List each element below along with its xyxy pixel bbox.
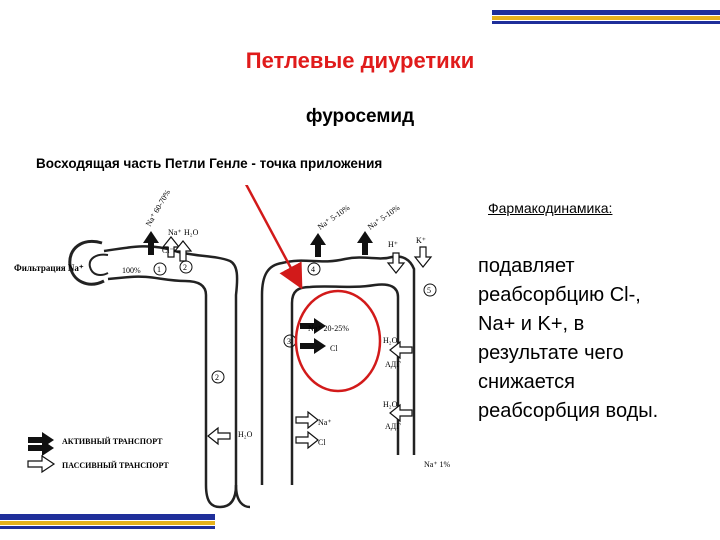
legend-active: АКТИВНЫЙ ТРАНСПОРТ (62, 437, 163, 446)
legend-active-icon (28, 432, 54, 448)
effect-line: Na+ и K+, в (478, 313, 585, 335)
legend-passive: ПАССИВНЫЙ ТРАНСПОРТ (62, 461, 169, 470)
segment-number: 4 (311, 265, 315, 274)
passive-arrows (161, 236, 433, 450)
segment-number: 5 (427, 286, 431, 295)
ascending-cl: Cl (318, 438, 326, 447)
highlight-circle (294, 289, 382, 393)
ascending-limb (260, 255, 416, 485)
segment4-na: Na⁺ 5-10% (316, 203, 352, 232)
legend: АКТИВНЫЙ ТРАНСПОРТ ПАССИВНЫЙ ТРАНСПОРТ (27, 432, 169, 474)
bowman-capsule (68, 240, 105, 286)
application-note: Восходящая часть Петли Генле - точка при… (36, 156, 383, 171)
segment-number: 3 (287, 337, 291, 346)
nephron-diagram: Фильтрация Na⁺ 100% Na⁺ 60-70% Na⁺ H₂O C… (14, 185, 451, 509)
legend-passive-icon (27, 454, 56, 474)
proximal-reabsorption: Na⁺ 60-70% (144, 188, 172, 228)
k-label: K⁺ (416, 236, 426, 245)
segment5-na: Na⁺ 5-10% (366, 203, 402, 232)
filtration-label: Фильтрация Na⁺ (14, 263, 84, 273)
segment-numbers (153, 260, 437, 384)
pharmacodynamics-label: Фармакодинамика: (488, 200, 613, 216)
segment-number: 2 (215, 373, 219, 382)
slide-title: Петлевые диуретики (245, 48, 475, 73)
collecting-h2o-1: H₂O (383, 336, 398, 345)
loop-cl: Cl (330, 344, 338, 353)
effect-text: подавляет реабсорбцию Cl-, Na+ и K+, в р… (478, 252, 708, 426)
proximal-h2o: H₂O (184, 228, 199, 237)
effect-line: подавляет (478, 255, 575, 277)
effect-line: результате чего (478, 342, 624, 364)
ascending-na: Na⁺ (318, 418, 332, 427)
effect-line: снижается (478, 371, 575, 393)
loop-na: Na⁺ 20-25% (308, 324, 349, 333)
ascending-limb-inner (290, 283, 400, 485)
segment-number: 2 (183, 263, 187, 272)
adh-2: АДГ (385, 422, 401, 431)
filtration-percent: 100% (122, 266, 141, 275)
bottom-stripes (0, 514, 215, 529)
drug-name: фуросемид (305, 106, 415, 127)
segment-number: 1 (157, 265, 161, 274)
proximal-cl: Cl⁻ (162, 246, 174, 255)
effect-line: реабсорбцию Cl-, (478, 284, 641, 306)
collecting-h2o-2: H₂O (383, 400, 398, 409)
pointer-arrow (245, 185, 303, 290)
tubule-outline (103, 245, 239, 509)
proximal-na: Na⁺ (168, 228, 182, 237)
descending-h2o: H₂O (238, 430, 253, 439)
top-stripes (492, 10, 720, 24)
effect-line: реабсорбция воды. (478, 400, 659, 422)
adh-1: АДГ (385, 360, 401, 369)
loop-bottom (234, 484, 251, 509)
active-arrows (28, 231, 373, 456)
excretion: Na⁺ 1% (424, 460, 451, 469)
h-label: H⁺ (388, 240, 398, 249)
